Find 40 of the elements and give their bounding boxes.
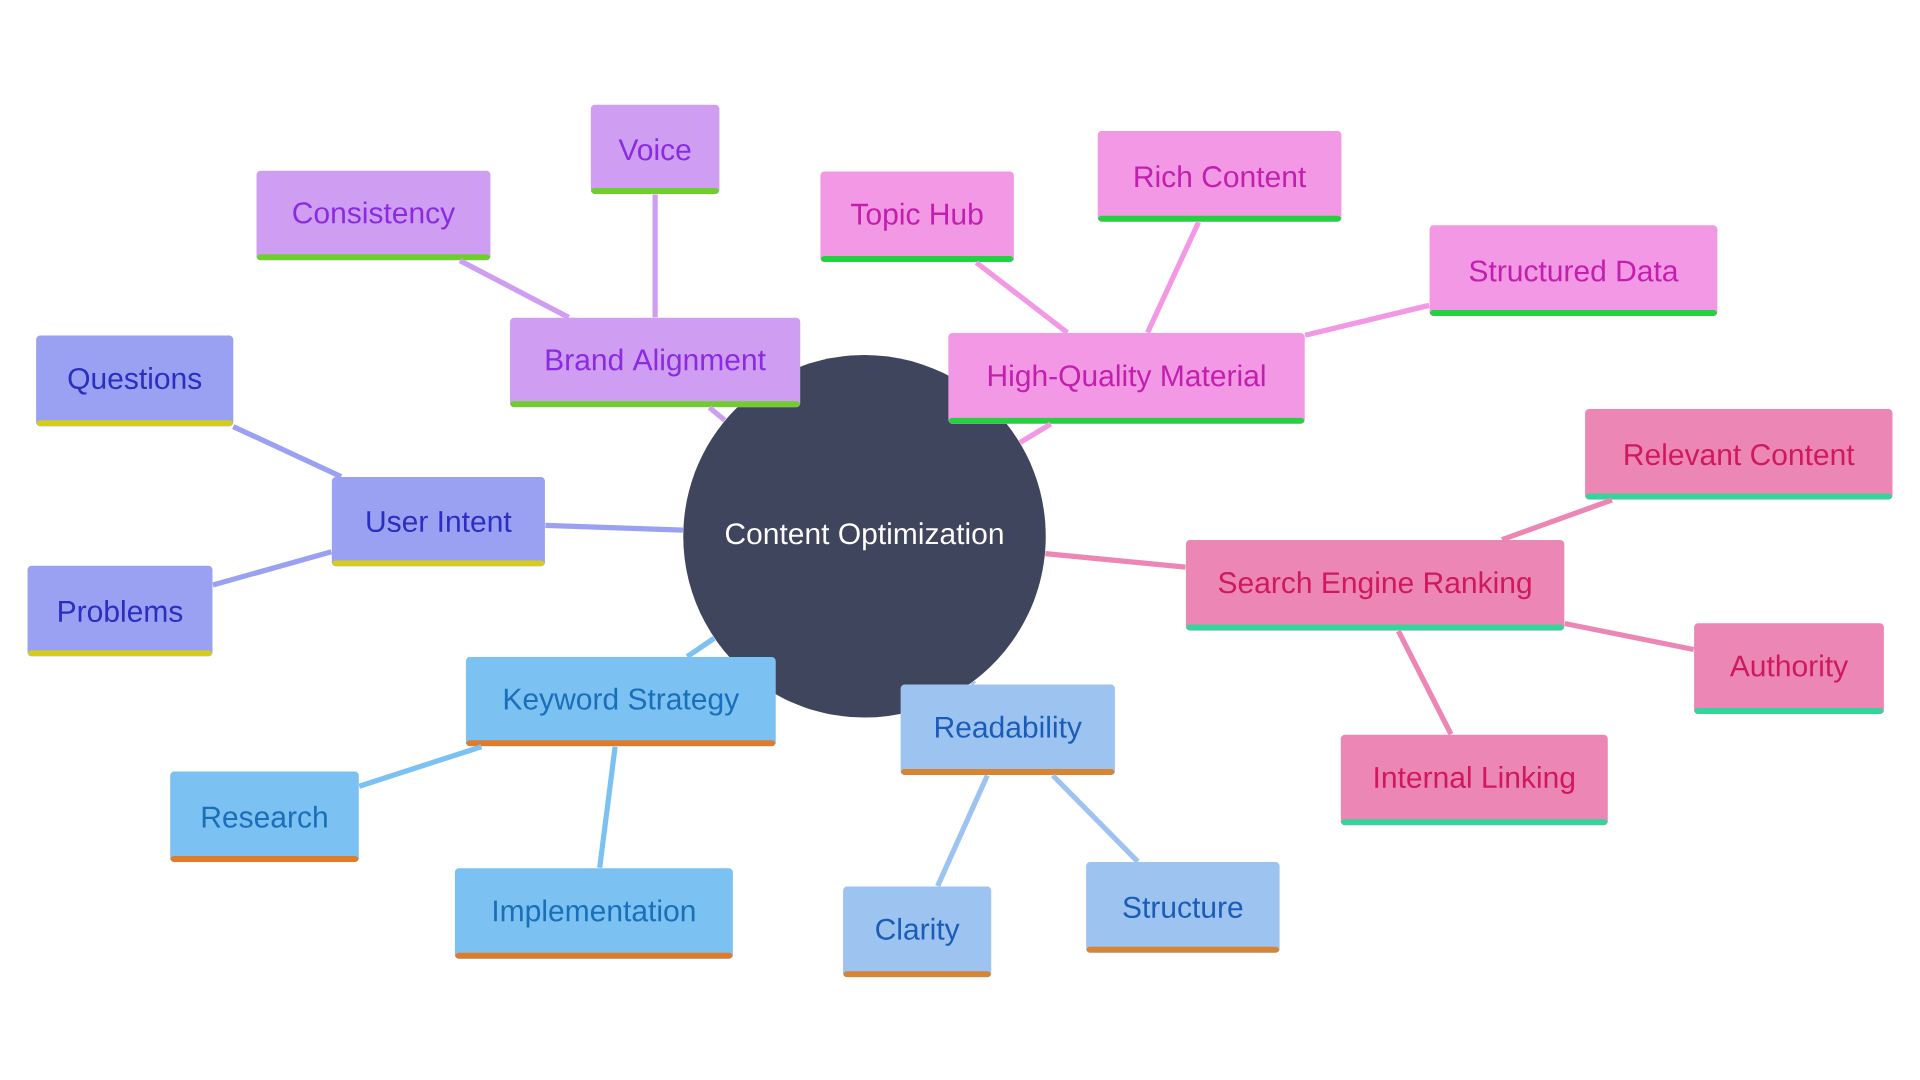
topic-box: Problems: [27, 565, 213, 657]
topic-box: Readability: [900, 684, 1115, 776]
connector-line: [652, 194, 658, 318]
connector-line: [597, 746, 618, 869]
topic-box: Clarity: [843, 886, 992, 978]
connector-line: [545, 522, 684, 533]
connector-line: [1145, 220, 1201, 334]
connector-line: [1564, 620, 1695, 652]
topic-box: Brand Alignment: [510, 317, 801, 408]
topic-box: Keyword Strategy: [465, 656, 776, 747]
topic-box: Research: [170, 771, 359, 863]
topic-box: Voice: [590, 104, 720, 195]
topic-box: Consistency: [256, 170, 491, 261]
connector-line: [358, 744, 483, 789]
connector-line: [1304, 302, 1430, 338]
connector-line: [232, 424, 343, 479]
connector-line: [1051, 773, 1140, 864]
connector-line: [1045, 551, 1186, 570]
topic-box: Internal Linking: [1340, 734, 1608, 826]
connector-line: [707, 405, 727, 423]
connector-line: [458, 258, 570, 320]
connector-line: [1501, 497, 1613, 543]
connector-line: [1396, 629, 1454, 736]
topic-box: Relevant Content: [1585, 408, 1893, 500]
topic-box: Questions: [36, 335, 234, 427]
topic-box: Authority: [1694, 623, 1884, 714]
topic-box: Structure: [1086, 862, 1280, 953]
connector-line: [1018, 421, 1053, 445]
connector-line: [974, 260, 1069, 335]
topic-box: User Intent: [331, 476, 545, 567]
topic-box: Implementation: [454, 868, 733, 959]
connector-line: [212, 549, 333, 588]
connector-line: [685, 636, 716, 659]
topic-box: Rich Content: [1097, 131, 1342, 222]
topic-box: High-Quality Material: [948, 333, 1305, 424]
connector-line: [970, 680, 977, 686]
topic-box: Structured Data: [1429, 225, 1718, 316]
topic-box: Search Engine Ranking: [1185, 540, 1565, 631]
connector-line: [935, 774, 990, 888]
topic-box: Topic Hub: [820, 171, 1014, 263]
